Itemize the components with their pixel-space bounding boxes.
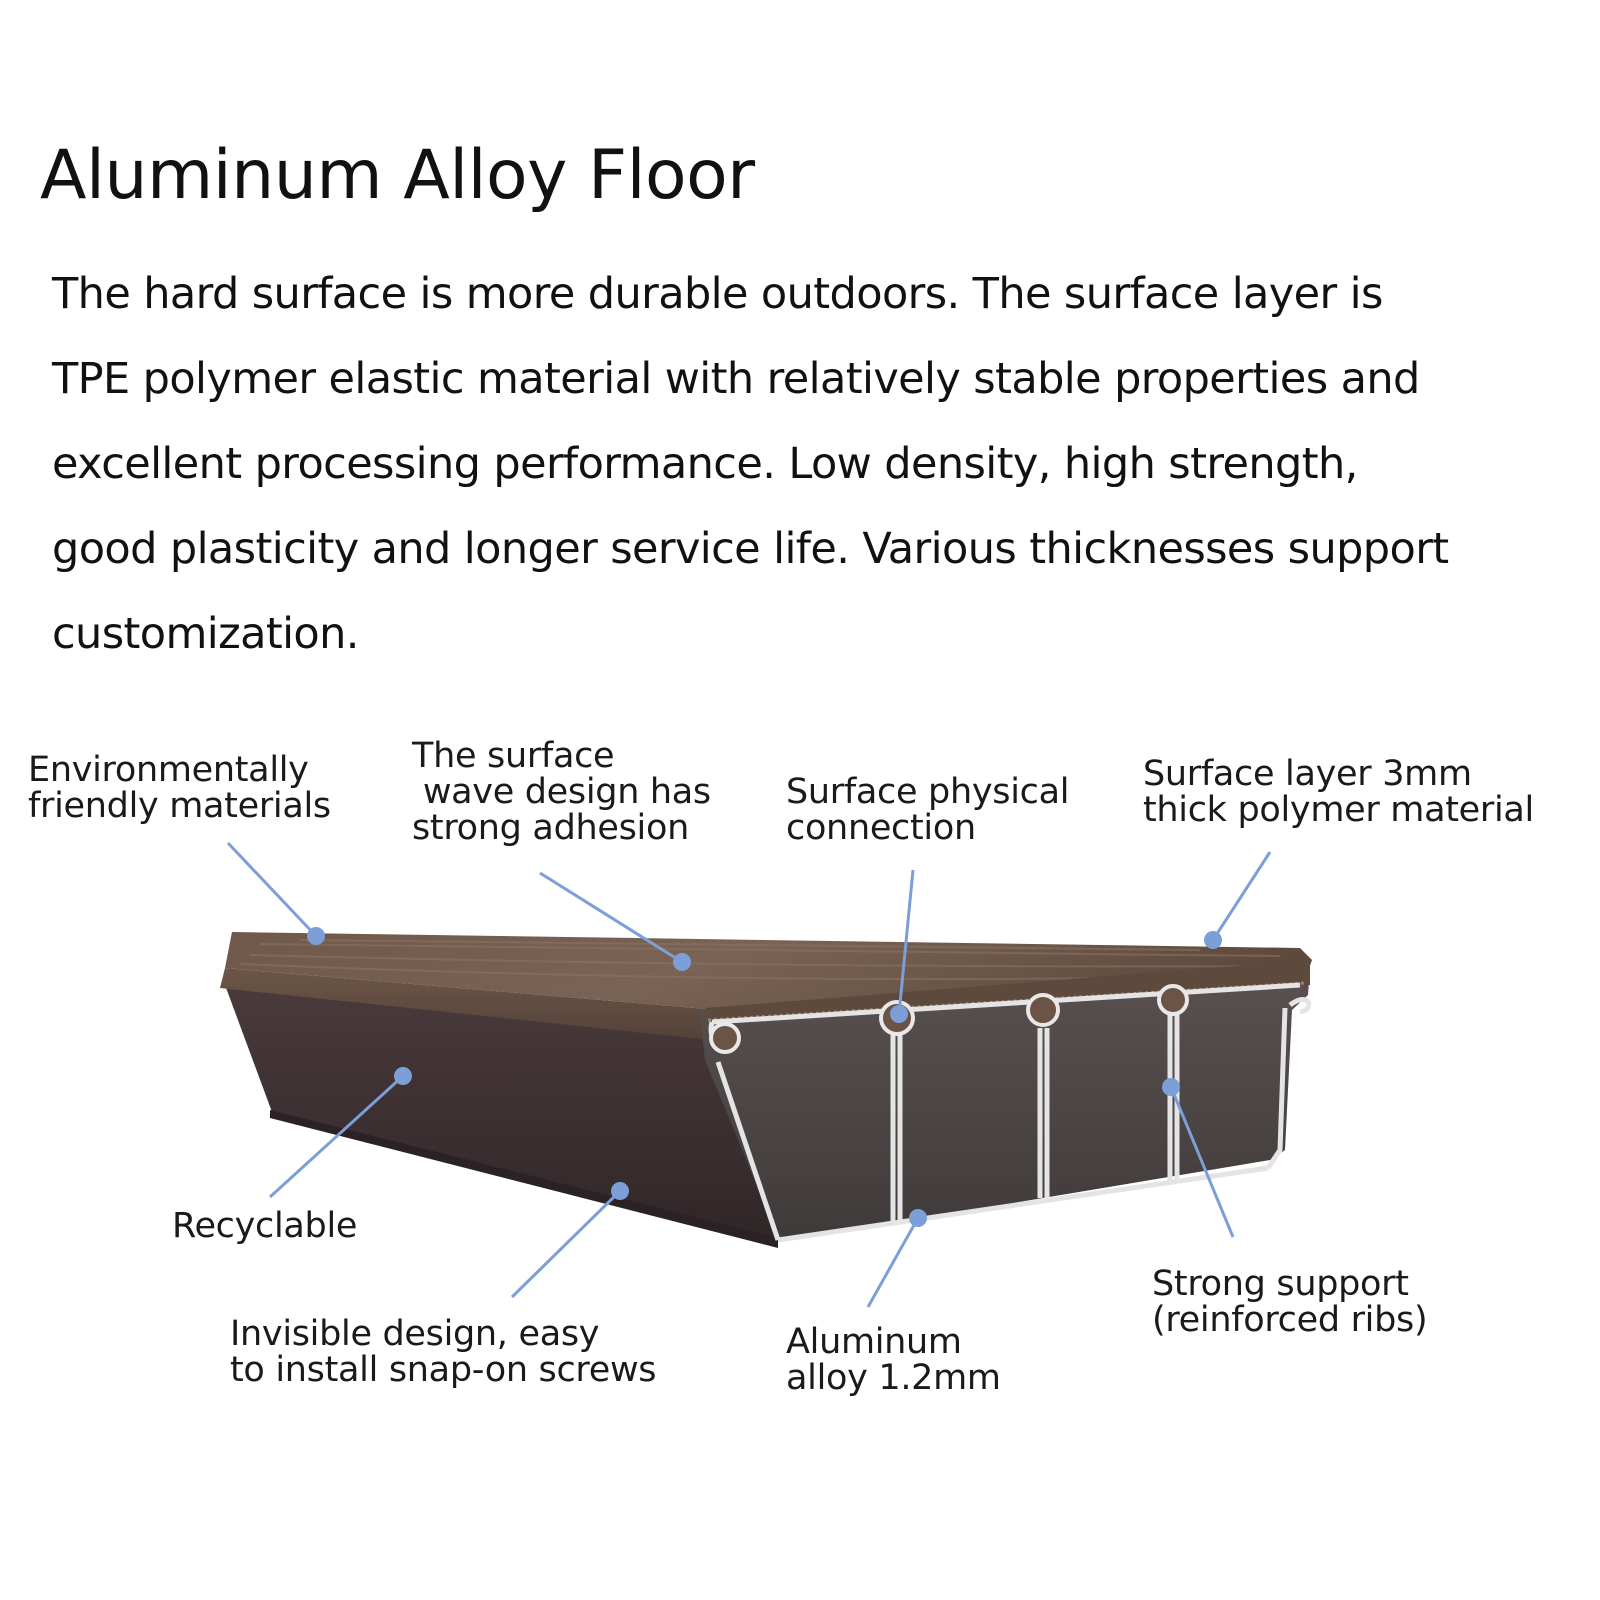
- callout-aluminum-alloy: Aluminum alloy 1.2mm: [786, 1322, 1001, 1398]
- plank-bottom-lip: [270, 1110, 778, 1248]
- dot-invisible: [611, 1182, 629, 1200]
- callout-invisible-design: Invisible design, easy to install snap-o…: [230, 1314, 657, 1390]
- leader-lines: [226, 841, 1272, 1308]
- dot-wave: [673, 953, 691, 971]
- description-paragraph: The hard surface is more durable outdoor…: [52, 252, 1552, 677]
- dot-aluminum: [909, 1209, 927, 1227]
- dot-ribs: [1162, 1078, 1180, 1096]
- callout-reinforced-ribs: Strong support (reinforced ribs): [1152, 1264, 1428, 1340]
- description-line: good plasticity and longer service life.…: [52, 524, 1449, 574]
- callout-eco-materials: Environmentally friendly materials: [28, 750, 331, 826]
- callout-recyclable: Recyclable: [172, 1206, 358, 1246]
- plank-side-face: [225, 985, 778, 1245]
- cross-section-face: [700, 968, 1310, 1242]
- aluminum-profile: [708, 982, 1312, 1243]
- callout-wave-design: The surface wave design has strong adhes…: [412, 736, 711, 848]
- surface-edge-band: [220, 968, 718, 1040]
- dot-connection: [890, 1005, 908, 1023]
- callout-surface-layer: Surface layer 3mm thick polymer material: [1143, 754, 1534, 830]
- description-line: excellent processing performance. Low de…: [52, 439, 1358, 489]
- description-line: The hard surface is more durable outdoor…: [52, 269, 1383, 319]
- polymer-surface-layer: [705, 960, 1310, 1022]
- page-title: Aluminum Alloy Floor: [40, 136, 755, 215]
- dot-surface-layer: [1204, 931, 1222, 949]
- leader-dots: [307, 927, 1222, 1227]
- dot-eco: [307, 927, 325, 945]
- description-line: customization.: [52, 609, 359, 659]
- description-line: TPE polymer elastic material with relati…: [52, 354, 1420, 404]
- callout-physical-connection: Surface physical connection: [786, 772, 1070, 848]
- dot-recyclable: [394, 1067, 412, 1085]
